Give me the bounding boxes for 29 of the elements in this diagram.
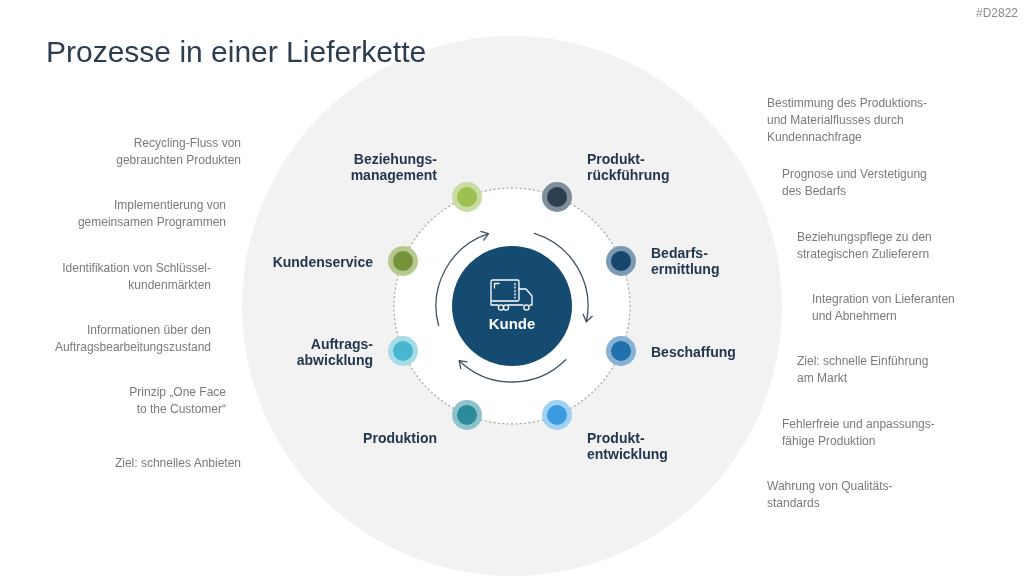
- description-text: Ziel: schnelles Anbieten: [113, 455, 241, 472]
- dotted-connector: [408, 363, 455, 410]
- process-label: Beziehungs- management: [349, 151, 437, 183]
- dotted-connector: [393, 274, 399, 338]
- process-label: Beschaffung: [651, 344, 736, 360]
- node-label: Kunde: [488, 315, 536, 333]
- description-text: Recycling-Fluss von gebrauchten Produkten: [115, 135, 241, 169]
- process-label: Kundenservice: [272, 254, 373, 270]
- process-label: Produkt- entwicklung: [587, 430, 669, 462]
- process-label: Bedarfs- ermittlung: [651, 245, 721, 277]
- process-label: Produktion: [363, 430, 437, 446]
- description-text: Beziehungspflege zu den strategischen Zulieferern: [797, 229, 933, 263]
- description-text: Integration von Lieferanten und Abnehmern: [812, 291, 956, 325]
- description-text: Implementierung von gemeinsamen Programmen: [76, 197, 226, 231]
- description-text: Prognose und Verstetigung des Bedarfs: [782, 166, 928, 200]
- description-text: Bestimmung des Produktions- und Materialflusses durch Kundennachfrage: [767, 95, 929, 146]
- description-text: Prinzip „One Face to the Customer“: [128, 384, 226, 418]
- title: Prozesse in einer Lieferkette: [46, 34, 427, 70]
- dotted-connector: [569, 202, 616, 249]
- description-text: Fehlerfreie und anpassungs- fähige Produktion: [782, 416, 936, 450]
- description-text: Informationen über den Auftragsbearbeitungszustand: [53, 322, 211, 356]
- process-label: Produkt- rückführung: [587, 151, 671, 183]
- dotted-connector: [569, 363, 616, 410]
- process-label: Auftrags- abwicklung: [295, 336, 373, 368]
- dotted-connector: [408, 202, 455, 249]
- description-text: Wahrung von Qualitäts- standards: [767, 478, 894, 512]
- description-text: Identifikation von Schlüssel- kundenmärkten: [61, 260, 211, 294]
- slide-id: #D2822: [975, 5, 1018, 22]
- description-text: Ziel: schnelle Einführung am Markt: [797, 353, 930, 387]
